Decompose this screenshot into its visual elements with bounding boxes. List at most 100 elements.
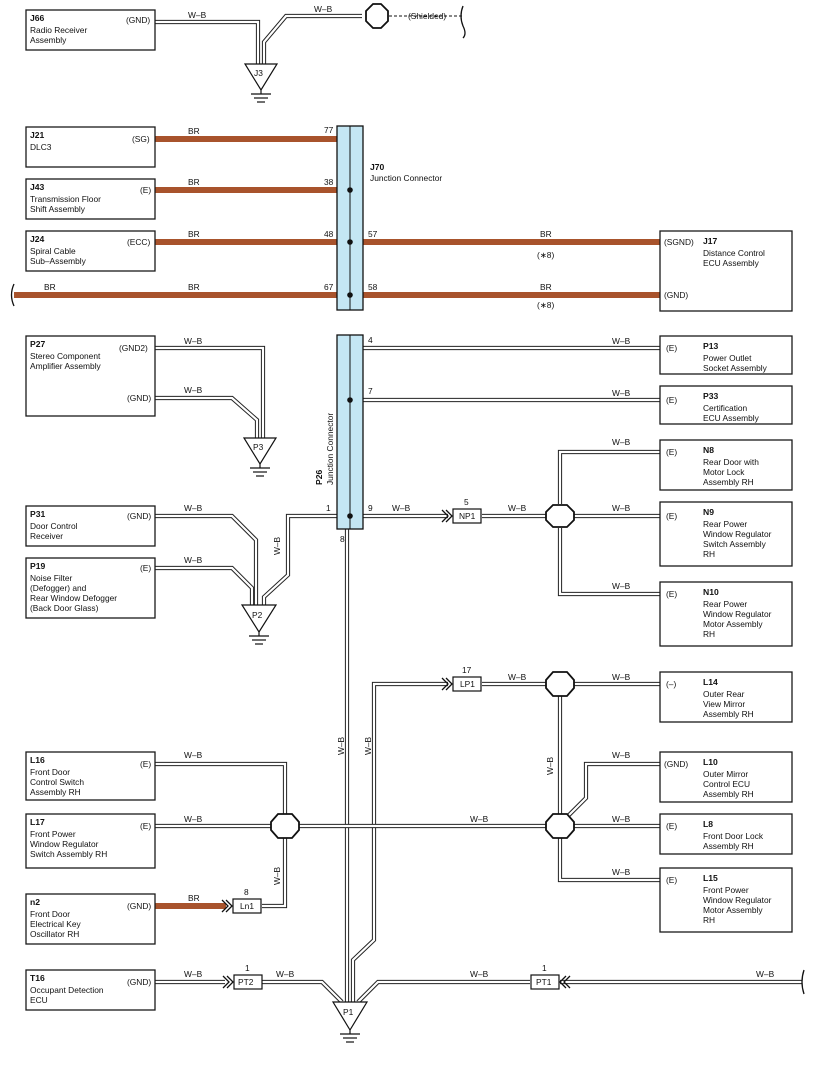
svg-text:(GND): (GND): [127, 901, 151, 911]
component-j43[interactable]: J43 Transmission Floor Shift Assembly (E…: [25, 178, 156, 220]
svg-text:(SGND): (SGND): [664, 237, 694, 247]
ground-label: P1: [343, 1007, 354, 1017]
svg-text:Assembly RH: Assembly RH: [703, 841, 754, 851]
connector-np1: NP1 5: [441, 497, 482, 524]
svg-text:PT2: PT2: [238, 977, 254, 987]
wire-label: W–B: [336, 736, 346, 755]
svg-text:Window Regulator: Window Regulator: [703, 609, 772, 619]
svg-text:(E): (E): [140, 759, 151, 769]
j70-ref: J70: [370, 162, 385, 172]
component-l17[interactable]: L17 Front Power Window Regulator Switch …: [25, 813, 156, 869]
svg-text:J24: J24: [30, 234, 45, 244]
svg-text:Window Regulator: Window Regulator: [703, 895, 772, 905]
note-label: (∗8): [537, 300, 554, 310]
component-l16[interactable]: L16 Front Door Control Switch Assembly R…: [25, 751, 156, 801]
j70-name: Junction Connector: [370, 173, 442, 183]
wire-label: W–B: [508, 672, 527, 682]
break-mark-icon: [10, 283, 15, 307]
component-j24[interactable]: J24 Spiral Cable Sub–Assembly (ECC): [25, 230, 156, 272]
wire-label: BR: [188, 282, 200, 292]
svg-text:Receiver: Receiver: [30, 531, 63, 541]
wire-label: BR: [44, 282, 56, 292]
wire-label: W–B: [392, 503, 411, 513]
svg-text:Front Door: Front Door: [30, 767, 70, 777]
component-n9[interactable]: N9 Rear Power Window Regulator Switch As…: [659, 501, 793, 567]
component-n8[interactable]: N8 Rear Door with Motor Lock Assembly RH…: [659, 439, 793, 491]
component-p13[interactable]: P13 Power Outlet Socket Assembly (E): [659, 335, 793, 375]
svg-text:Control Switch: Control Switch: [30, 777, 84, 787]
svg-text:Rear Power: Rear Power: [703, 519, 747, 529]
component-p19[interactable]: P19 Noise Filter (Defogger) and Rear Win…: [25, 557, 156, 619]
svg-text:(E): (E): [140, 563, 151, 573]
svg-text:Switch Assembly RH: Switch Assembly RH: [30, 849, 107, 859]
pin-label: 57: [368, 229, 378, 239]
ground-label: J3: [254, 68, 263, 78]
ground-label: P2: [252, 610, 263, 620]
wire-label: BR: [188, 893, 200, 903]
component-l8[interactable]: L8 Front Door Lock Assembly RH (E): [659, 813, 793, 855]
svg-text:Socket Assembly: Socket Assembly: [703, 363, 768, 373]
component-n10[interactable]: N10 Rear Power Window Regulator Motor As…: [659, 581, 793, 647]
component-j21[interactable]: J21 DLC3 (SG): [25, 126, 156, 168]
svg-text:(E): (E): [140, 821, 151, 831]
component-j66[interactable]: J66 Radio Receiver Assembly (GND): [25, 9, 156, 51]
svg-text:L10: L10: [703, 757, 718, 767]
break-mark-icon: [460, 5, 466, 39]
wire-label: W–B: [188, 10, 207, 20]
svg-text:Control ECU: Control ECU: [703, 779, 750, 789]
component-p33[interactable]: P33 Certification ECU Assembly (E): [659, 385, 793, 425]
wire-label: W–B: [612, 672, 631, 682]
note-label: (∗8): [537, 250, 554, 260]
component-l10[interactable]: L10 Outer Mirror Control ECU Assembly RH…: [659, 751, 793, 803]
p26-name: Junction Connector: [325, 413, 335, 485]
svg-text:P13: P13: [703, 341, 719, 351]
wire-label: BR: [188, 126, 200, 136]
wire-label: BR: [540, 229, 552, 239]
svg-text:Transmission Floor: Transmission Floor: [30, 194, 101, 204]
wire-label: W–B: [545, 756, 555, 775]
pin-label: 58: [368, 282, 378, 292]
wire-label: W–B: [184, 555, 203, 565]
component-t16[interactable]: T16 Occupant Detection ECU (GND): [25, 969, 156, 1011]
component-p31[interactable]: P31 Door Control Receiver (GND): [25, 505, 156, 547]
ground-label: P3: [253, 442, 264, 452]
component-n2[interactable]: n2 Front Door Electrical Key Oscillator …: [25, 893, 156, 945]
pin-label: 38: [324, 177, 334, 187]
component-l14[interactable]: L14 Outer Rear View Mirror Assembly RH (…: [659, 671, 793, 723]
wire-label: W–B: [363, 736, 373, 755]
pin-label: 7: [368, 386, 373, 396]
ground-p3: P3: [242, 437, 278, 477]
svg-text:Electrical Key: Electrical Key: [30, 919, 82, 929]
svg-text:RH: RH: [703, 915, 715, 925]
svg-text:Window Regulator: Window Regulator: [703, 529, 772, 539]
svg-text:Switch Assembly: Switch Assembly: [703, 539, 767, 549]
svg-text:n2: n2: [30, 897, 40, 907]
svg-text:Rear Window Defogger: Rear Window Defogger: [30, 593, 117, 603]
svg-text:Certification: Certification: [703, 403, 748, 413]
svg-text:(Defogger) and: (Defogger) and: [30, 583, 87, 593]
svg-text:Assembly: Assembly: [30, 35, 67, 45]
svg-text:ECU Assembly: ECU Assembly: [703, 258, 760, 268]
component-p27[interactable]: P27 Stereo Component Amplifier Assembly …: [25, 335, 156, 417]
svg-text:(E): (E): [666, 511, 677, 521]
svg-text:Front Power: Front Power: [703, 885, 749, 895]
wire-label: W–B: [612, 336, 631, 346]
svg-text:Assembly RH: Assembly RH: [30, 787, 81, 797]
pin-label: 77: [324, 125, 334, 135]
svg-text:ECU Assembly: ECU Assembly: [703, 413, 760, 423]
svg-text:P27: P27: [30, 339, 46, 349]
wire-label: W–B: [276, 969, 295, 979]
pin-label: 4: [368, 335, 373, 345]
svg-text:Distance Control: Distance Control: [703, 248, 765, 258]
wire-label: W–B: [470, 969, 489, 979]
svg-text:Front Power: Front Power: [30, 829, 76, 839]
svg-text:Door Control: Door Control: [30, 521, 78, 531]
component-j17[interactable]: J17 Distance Control ECU Assembly (SGND)…: [659, 230, 793, 312]
svg-text:Outer Rear: Outer Rear: [703, 689, 745, 699]
svg-text:L14: L14: [703, 677, 718, 687]
component-l15[interactable]: L15 Front Power Window Regulator Motor A…: [659, 867, 793, 933]
svg-text:J43: J43: [30, 182, 45, 192]
svg-text:Spiral Cable: Spiral Cable: [30, 246, 76, 256]
svg-text:Stereo Component: Stereo Component: [30, 351, 101, 361]
